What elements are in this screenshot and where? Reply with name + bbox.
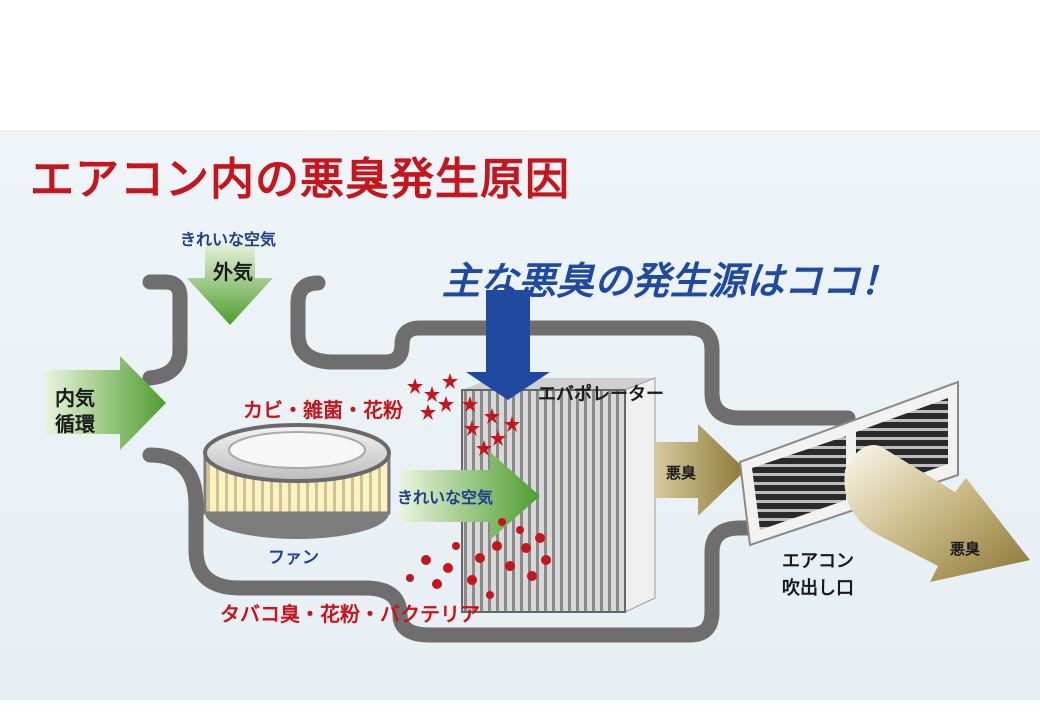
- evaporator-label: エバポレーター: [538, 384, 664, 405]
- duct-center-top: [290, 275, 856, 426]
- contaminant-particles: [406, 373, 551, 599]
- fan-label: ファン: [268, 548, 319, 568]
- inside-air-label-2: 循環: [55, 412, 95, 436]
- contaminants-label: タバコ臭・花粉・バクテリア: [220, 602, 480, 626]
- source-pointer-arrow: [466, 290, 550, 400]
- mold-bacteria-pollen-label: カビ・雑菌・花粉: [243, 398, 403, 422]
- odor-mid-label: 悪臭: [666, 464, 697, 482]
- inside-air-label-1: 内気: [55, 386, 95, 410]
- vent-label-1: エアコン: [782, 551, 854, 572]
- vent-label-2: 吹出し口: [782, 578, 854, 599]
- outside-air-arrow: [187, 242, 273, 325]
- odor-out-label: 悪臭: [950, 540, 981, 558]
- duct-lower: [142, 447, 758, 643]
- inside-air-arrow: [45, 356, 166, 450]
- headline: 主な悪臭の発生源はココ！: [442, 259, 899, 303]
- clean-air-top-label: きれいな空気: [180, 230, 277, 249]
- duct-left-top: [142, 274, 188, 386]
- fan-icon: [203, 423, 391, 539]
- outside-air-label: 外気: [213, 260, 253, 284]
- duct-lines: [142, 274, 856, 643]
- odor-arrow-out: [844, 445, 1030, 582]
- page-title: エアコン内の悪臭発生原因: [30, 154, 570, 205]
- clean-air-arrow: [400, 452, 540, 540]
- clean-air-mid-label: きれいな空気: [397, 488, 494, 507]
- odor-arrow-mid: [655, 424, 746, 516]
